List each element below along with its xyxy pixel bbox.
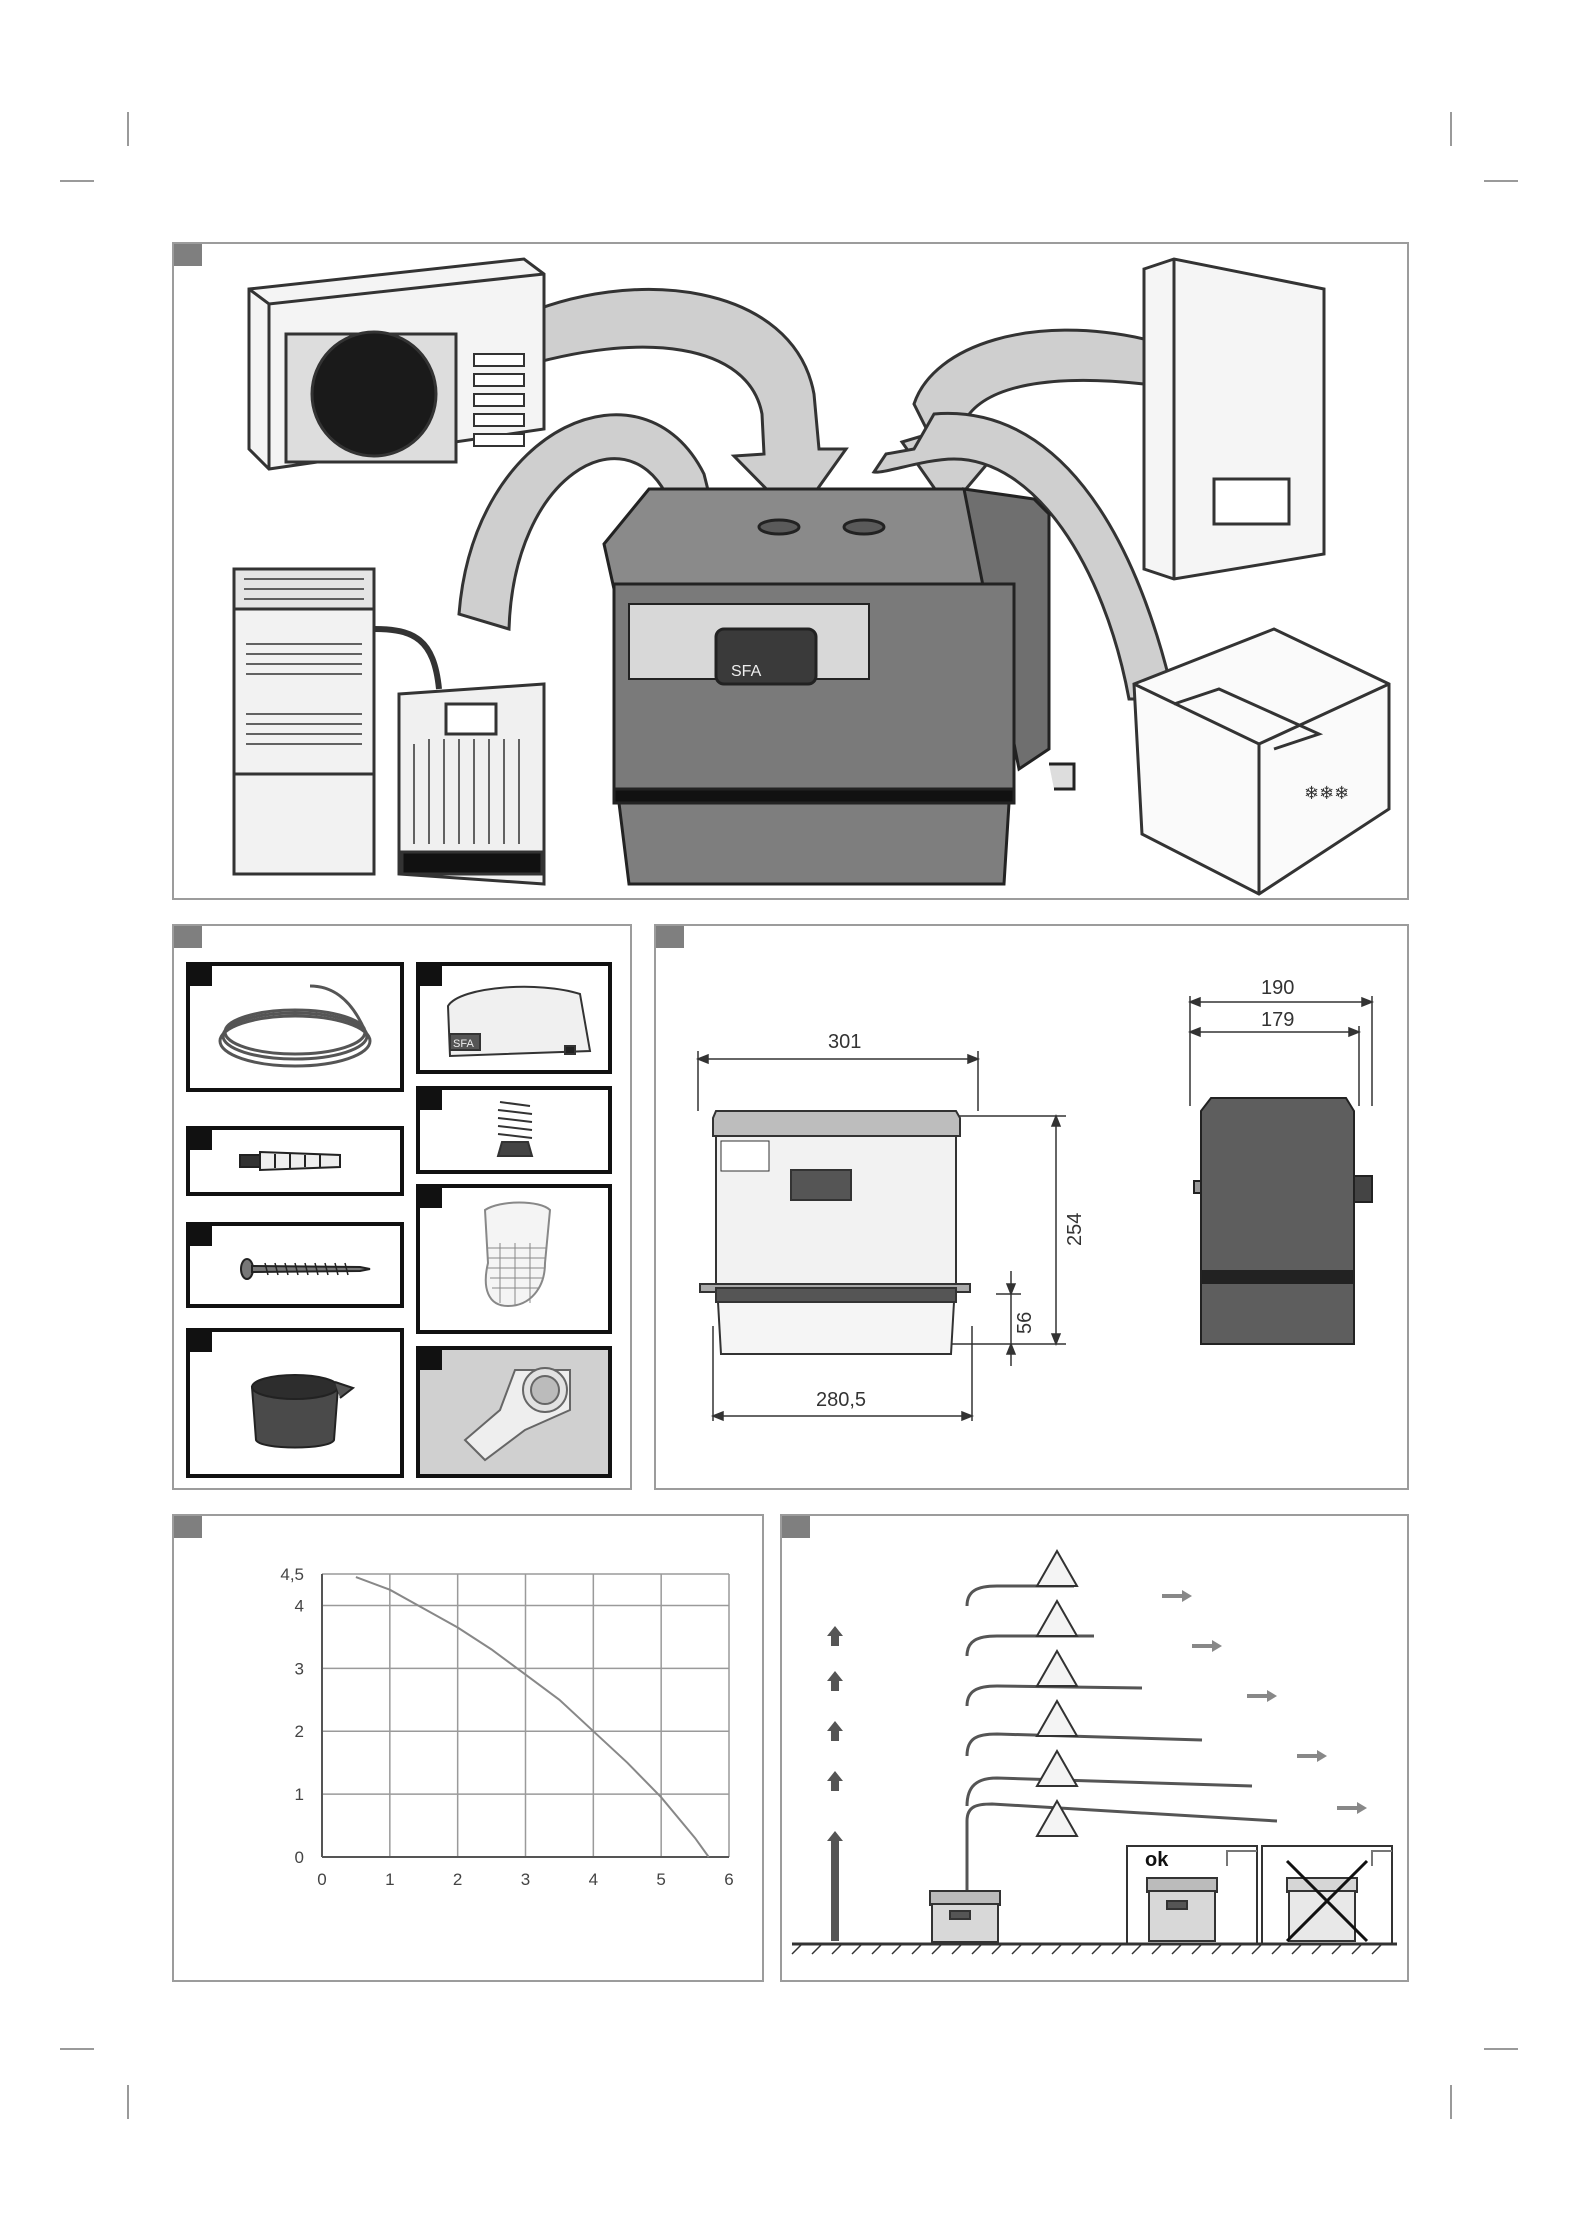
accessory-tubing (186, 962, 404, 1092)
crop-mark (60, 2048, 94, 2050)
ok-label: ok (1145, 1849, 1169, 1871)
pump-installed (930, 1891, 1000, 1942)
accessory-screw (186, 1222, 404, 1308)
dim-height: 254 (1064, 1213, 1086, 1246)
item-marker (190, 1130, 212, 1150)
pump-logo: SFA (731, 663, 762, 680)
wall-plug-icon (190, 1130, 400, 1192)
dimensions-panel: 301 190 179 280,5 254 56 (654, 924, 1409, 1490)
cup-icon (190, 1332, 400, 1474)
x-tick-label: 3 (521, 1870, 530, 1889)
tubing-coil-icon (190, 966, 400, 1088)
spring-screw-icon (420, 1090, 608, 1170)
crop-mark (60, 180, 94, 182)
panel-marker (174, 926, 202, 948)
dim-depth-outer: 190 (1261, 977, 1294, 999)
dimension-drawing: 301 190 179 280,5 254 56 (656, 926, 1407, 1488)
item-marker (190, 1332, 212, 1352)
filter-icon (420, 1188, 608, 1330)
installation-diagram: ok (782, 1516, 1407, 1980)
y-tick-label: 3 (295, 1659, 304, 1678)
flow-arrows-right (1162, 1590, 1367, 1814)
dim-bottom-height: 56 (1014, 1312, 1036, 1334)
x-tick-label: 0 (317, 1870, 326, 1889)
x-tick-label: 2 (453, 1870, 462, 1889)
x-tick-label: 4 (589, 1870, 598, 1889)
y-tick-label: 4 (295, 1596, 304, 1615)
dim-base-width: 280,5 (816, 1389, 866, 1411)
chart-series (356, 1577, 709, 1857)
outlet-pipes (967, 1586, 1277, 1916)
item-marker (420, 1090, 442, 1110)
accessory-filter (416, 1184, 612, 1334)
condensate-pump: SFA (604, 489, 1074, 884)
y-tick-label: 0 (295, 1848, 304, 1867)
crop-mark (1484, 180, 1518, 182)
pump-front-view (700, 1111, 970, 1354)
condensate-tray (399, 684, 544, 884)
item-marker (190, 1226, 212, 1246)
screw-icon (190, 1226, 400, 1304)
crop-mark (1450, 112, 1452, 146)
dim-depth-inner: 179 (1261, 1009, 1294, 1031)
crop-mark (1484, 2048, 1518, 2050)
x-tick-label: 1 (385, 1870, 394, 1889)
crop-mark (127, 2085, 129, 2119)
y-tick-label: 4,5 (280, 1565, 304, 1584)
y-tick-label: 1 (295, 1785, 304, 1804)
y-tick-label: 2 (295, 1722, 304, 1741)
item-marker (190, 966, 212, 986)
svg-text:SFA: SFA (453, 1038, 474, 1050)
accessory-spring (416, 1086, 612, 1174)
accessories-panel: SFA (172, 924, 632, 1490)
svg-text:❄❄❄: ❄❄❄ (1304, 783, 1349, 803)
overview-panel: SFA ❄❄❄ (172, 242, 1409, 900)
crop-mark (1450, 2085, 1452, 2119)
x-tick-label: 6 (724, 1870, 733, 1889)
installation-panel: ok (780, 1514, 1409, 1982)
chart-grid (322, 1574, 729, 1857)
item-marker (420, 966, 442, 986)
cover-icon: SFA (420, 966, 608, 1070)
accessory-cover: SFA (416, 962, 612, 1074)
accessory-adapter (416, 1346, 612, 1478)
ground-line (792, 1944, 1397, 1954)
flow-rate-chart: 0 1 2 3 4 5 6 0 1 2 3 4 4,5 (174, 1516, 762, 1980)
accessory-wall-plug (186, 1126, 404, 1196)
accessory-cup (186, 1328, 404, 1478)
performance-panel: 0 1 2 3 4 5 6 0 1 2 3 4 4,5 (172, 1514, 764, 1982)
adapter-icon (420, 1350, 608, 1474)
crop-mark (127, 112, 129, 146)
dim-width-front: 301 (828, 1031, 861, 1053)
overview-illustration: SFA ❄❄❄ (174, 244, 1407, 898)
item-marker (420, 1350, 442, 1370)
wall-boiler (1144, 259, 1324, 579)
chart-ticks: 0 1 2 3 4 5 6 0 1 2 3 4 4,5 (280, 1565, 733, 1889)
warning-icons (1037, 1551, 1077, 1836)
item-marker (420, 1188, 442, 1208)
outdoor-ac-unit (249, 259, 544, 469)
performance-curve (356, 1577, 709, 1857)
pump-side-view (1194, 1098, 1372, 1344)
x-tick-label: 5 (656, 1870, 665, 1889)
fridge-box: ❄❄❄ (1134, 629, 1389, 894)
height-arrows (827, 1626, 843, 1941)
wrong-installation (1262, 1846, 1392, 1944)
